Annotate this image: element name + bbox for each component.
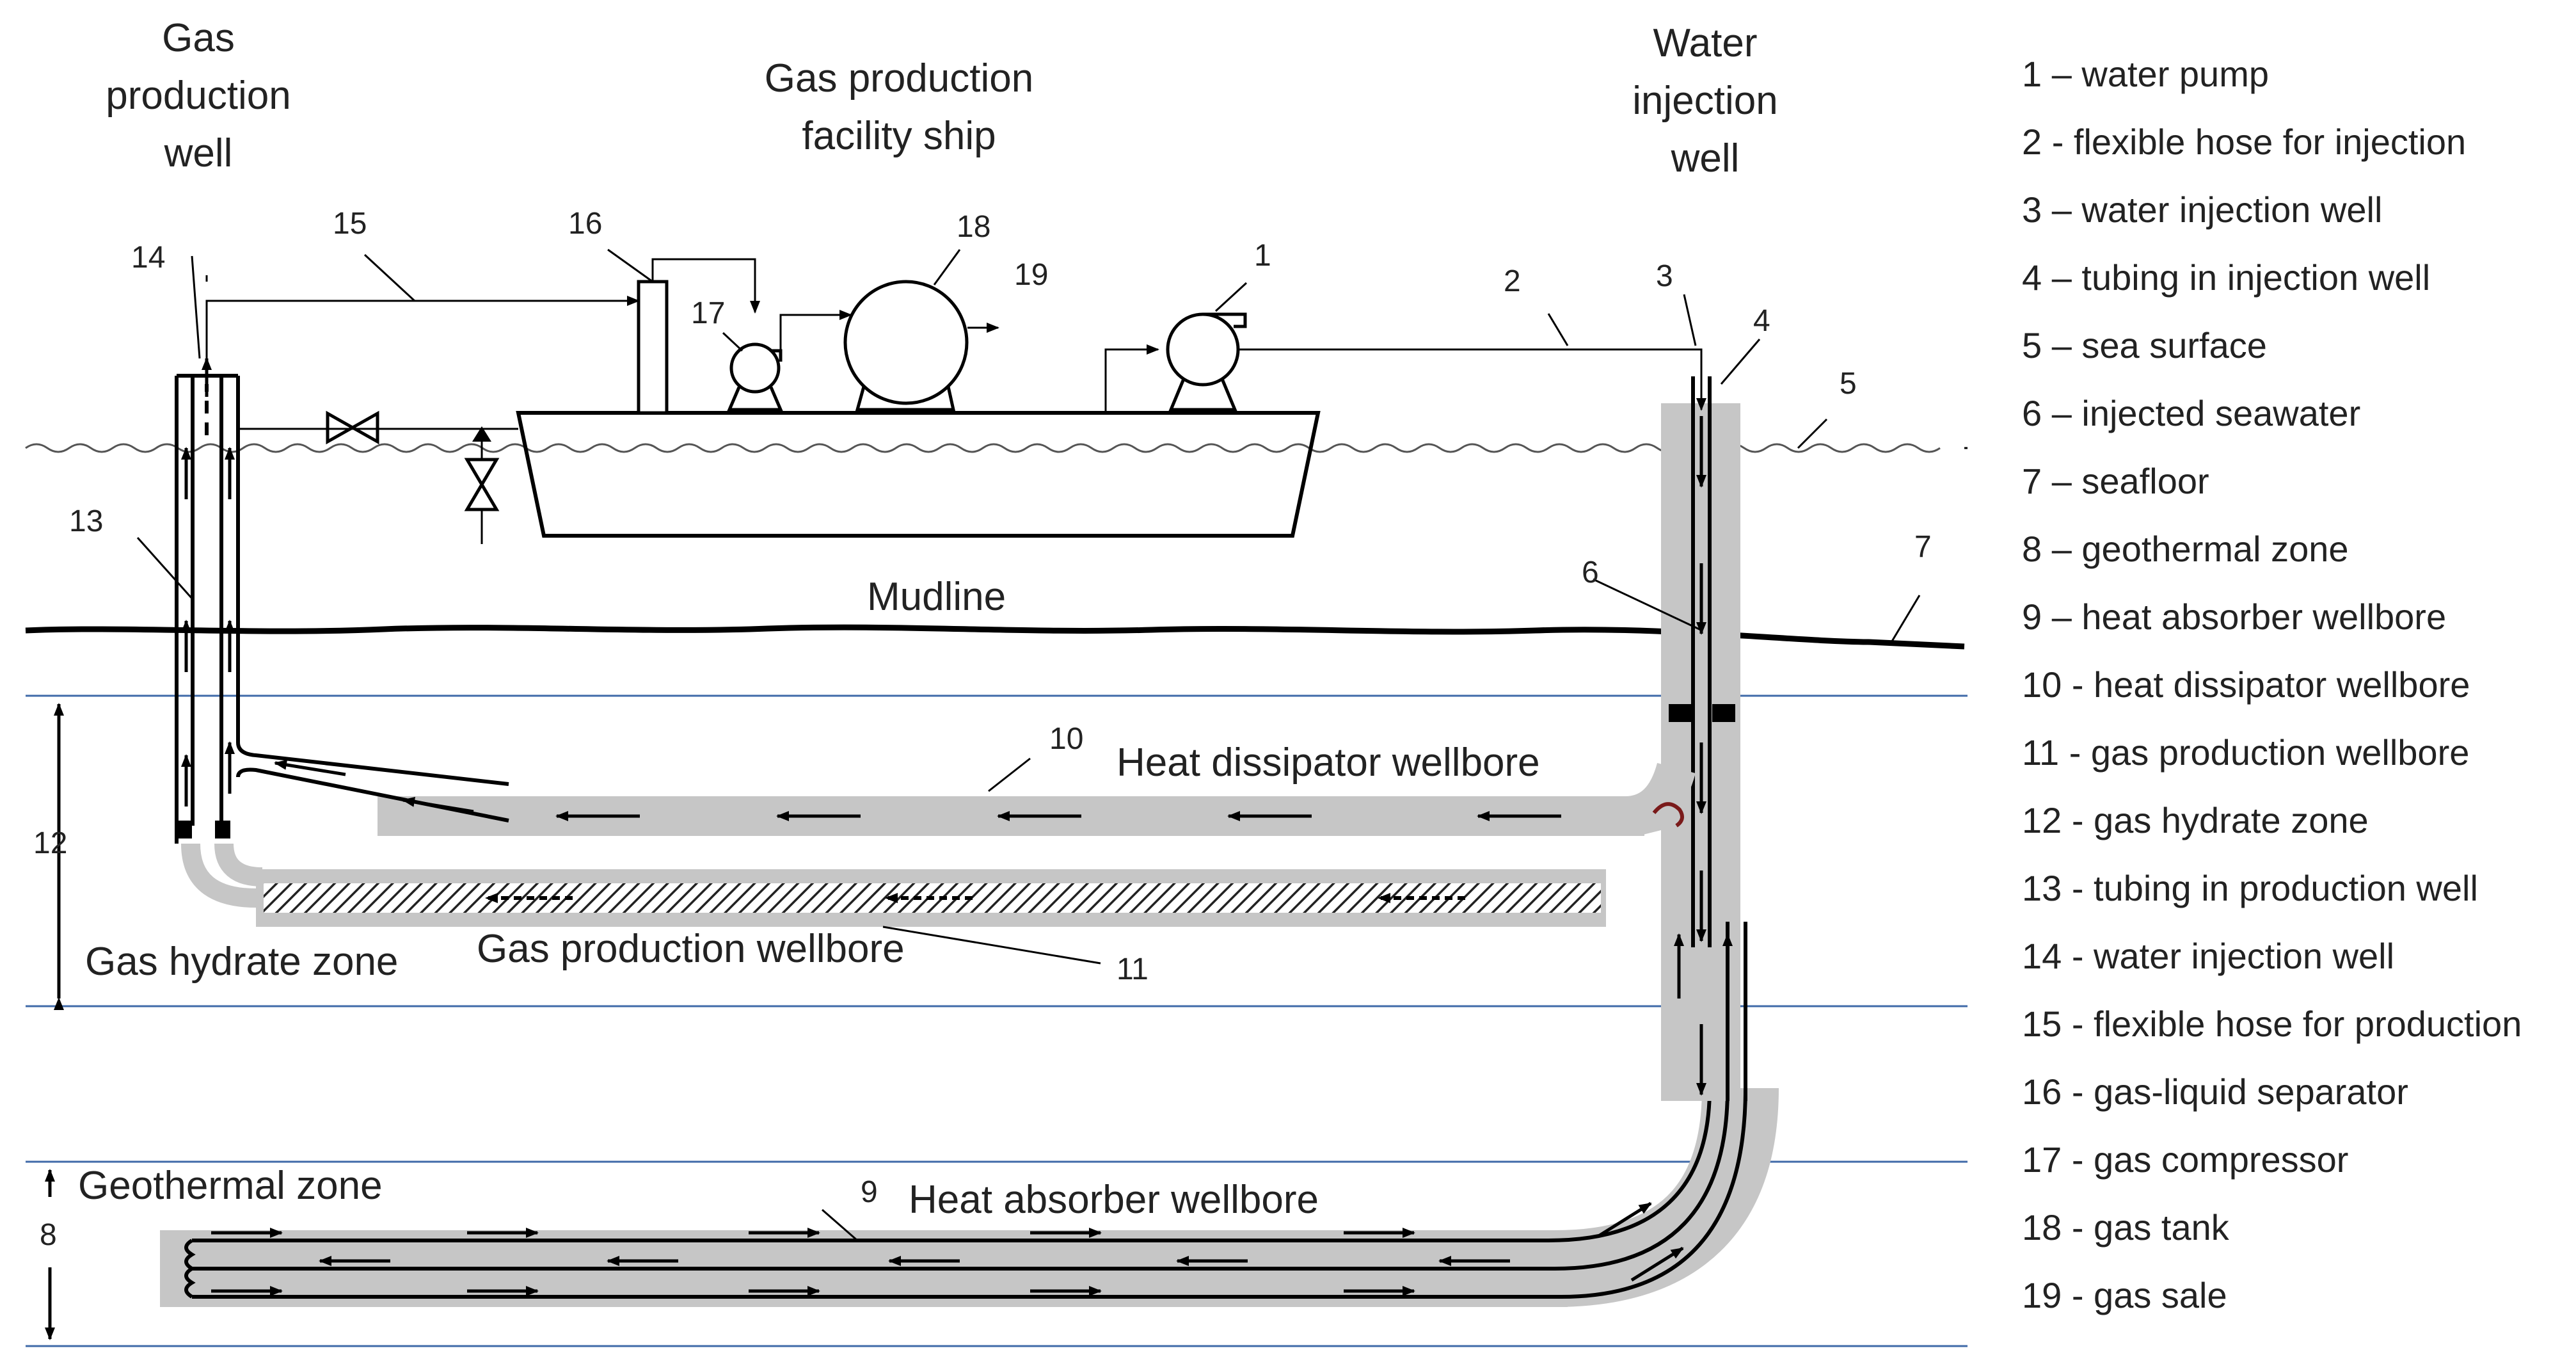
heat-absorber-wellbore [160,947,1779,1307]
callout-17: 17 [691,296,725,330]
legend-item: 9 – heat absorber wellbore [2022,597,2446,637]
legend: 1 – water pump 2 - flexible hose for inj… [2022,54,2522,1315]
heat-absorber-label: Heat absorber wellbore [909,1178,1319,1222]
legend-item: 4 – tubing in injection well [2022,257,2430,298]
gas-production-wellbore-label: Gas production wellbore [477,927,905,971]
heat-absorber-u-turn [184,1239,196,1299]
callout-7: 7 [1914,530,1932,564]
sea-surface [25,443,1941,453]
gas-production-well-casing [175,357,509,844]
legend-item: 7 – seafloor [2022,461,2209,501]
leader-14 [191,255,201,359]
gas-production-well-label-2: production [106,74,291,118]
callout-11: 11 [1117,952,1149,986]
valve-vertical [464,458,500,511]
production-well-flow-arrows [181,357,474,814]
heat-dissipator-wellbore [378,762,1696,836]
water-injection-well-casing [1661,376,1747,1101]
callout-6: 6 [1582,556,1599,590]
legend-item: 11 - gas production wellbore [2022,732,2469,773]
ship-hull [516,411,1321,538]
callout-8: 8 [40,1218,57,1252]
callout-19: 19 [1014,258,1048,292]
ship-label-1: Gas production [765,56,1033,100]
legend-item: 16 - gas-liquid separator [2022,1071,2408,1112]
callout-2: 2 [1504,264,1521,298]
heat-absorber-flow-arrows [211,1201,1684,1296]
legend-item: 17 - gas compressor [2022,1139,2348,1180]
gas-hydrate-zone-label: Gas hydrate zone [85,940,398,984]
legend-item: 14 - water injection well [2022,936,2394,976]
callout-9: 9 [861,1175,878,1209]
legend-item: 10 - heat dissipator wellbore [2022,664,2470,705]
gas-production-wellbore [181,843,1606,927]
ship-label-2: facility ship [802,114,996,158]
water-injection-well-label-3: well [1671,136,1740,181]
zone-lines [26,694,1968,1347]
mudline-label: Mudline [867,575,1006,619]
legend-item: 18 - gas tank [2022,1207,2230,1248]
legend-item: 12 - gas hydrate zone [2022,800,2369,840]
callout-1: 1 [1254,239,1271,273]
callout-13: 13 [69,504,103,538]
water-pump [1166,312,1247,412]
production-hose [205,296,640,376]
injection-flow-arrows [1674,416,1733,1096]
legend-item: 3 – water injection well [2022,189,2382,230]
gas-liquid-separator [637,280,669,415]
surface-piping [205,258,1706,544]
legend-item: 6 – injected seawater [2022,393,2360,433]
legend-item: 1 – water pump [2022,54,2269,94]
callout-14: 14 [131,241,165,275]
heat-dissipator-label: Heat dissipator wellbore [1117,741,1540,785]
legend-item: 15 - flexible hose for production [2022,1004,2522,1044]
callout-16: 16 [568,207,602,241]
callout-15: 15 [333,207,367,241]
water-injection-well-label-2: injection [1632,79,1777,123]
legend-item: 5 – sea surface [2022,325,2267,365]
injection-hose [1238,348,1706,411]
gas-tank [843,280,969,412]
gas-compressor [727,342,783,412]
legend-item: 13 - tubing in production well [2022,868,2478,908]
gas-production-well-label-3: well [164,131,233,175]
valve-horizontal [326,410,379,445]
gas-production-well-label-1: Gas [162,16,235,60]
callout-12: 12 [33,826,67,860]
legend-item: 8 – geothermal zone [2022,529,2349,569]
callout-18: 18 [957,210,990,244]
callout-5: 5 [1840,367,1857,401]
legend-item: 2 - flexible hose for injection [2022,122,2466,162]
callout-10: 10 [1049,722,1083,756]
callout-leaders [136,248,1921,1242]
callout-3: 3 [1656,259,1673,293]
legend-item: 19 - gas sale [2022,1275,2227,1315]
callout-4: 4 [1753,304,1770,338]
seafloor-line [25,624,1965,650]
water-injection-well-label-1: Water [1653,21,1757,65]
geothermal-zone-label: Geothermal zone [78,1164,383,1208]
